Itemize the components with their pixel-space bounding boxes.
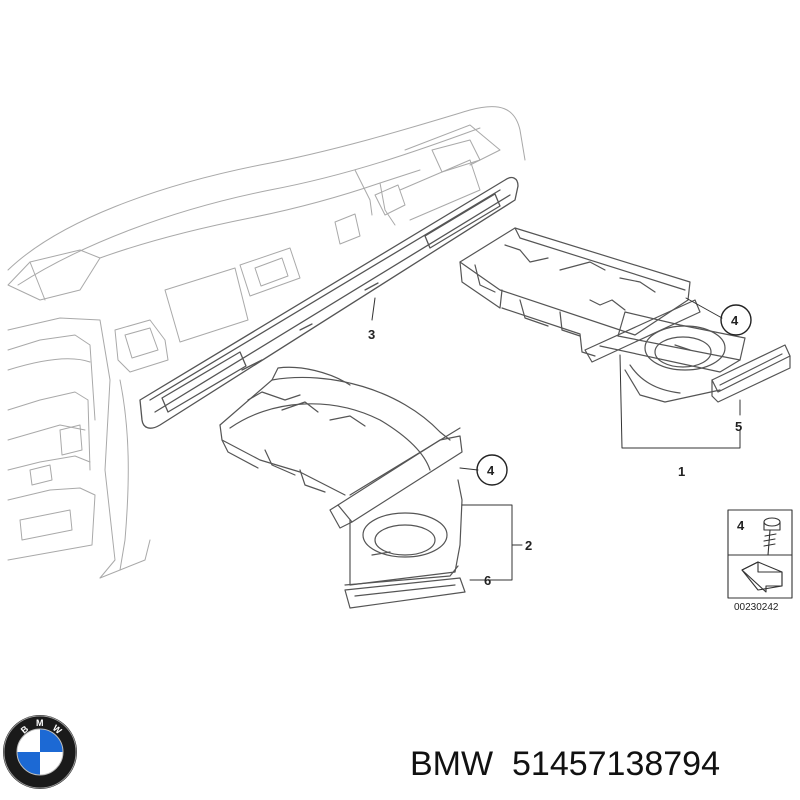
- callout-label-5: 5: [735, 419, 742, 434]
- trim-strip-part-3: [139, 176, 519, 429]
- callout-label-6: 6: [484, 573, 491, 588]
- bmw-logo: B M W: [3, 715, 77, 789]
- callout-label-1: 1: [678, 464, 685, 479]
- callout-label-2: 2: [525, 538, 532, 553]
- legend-number-label: 4: [737, 518, 745, 533]
- svg-text:B: B: [19, 723, 31, 735]
- part-number: 51457138794: [512, 745, 720, 783]
- dashboard-outline: [7, 106, 526, 579]
- callout-label-4-lower: 4: [487, 463, 495, 478]
- svg-text:M: M: [36, 718, 44, 728]
- screw-legend-box: [727, 509, 793, 599]
- leader-lines: [371, 297, 741, 581]
- cup-holder-part-1: [459, 227, 791, 403]
- diagram-code-label: 00230242: [734, 602, 779, 613]
- callout-circle-4-lower: [476, 454, 508, 486]
- callout-circle-4-upper: [720, 304, 752, 336]
- cup-holder-part-2: [219, 366, 466, 609]
- callout-label-3: 3: [368, 327, 375, 342]
- brand-name: BMW: [410, 745, 493, 783]
- callout-label-4-upper: 4: [731, 313, 739, 328]
